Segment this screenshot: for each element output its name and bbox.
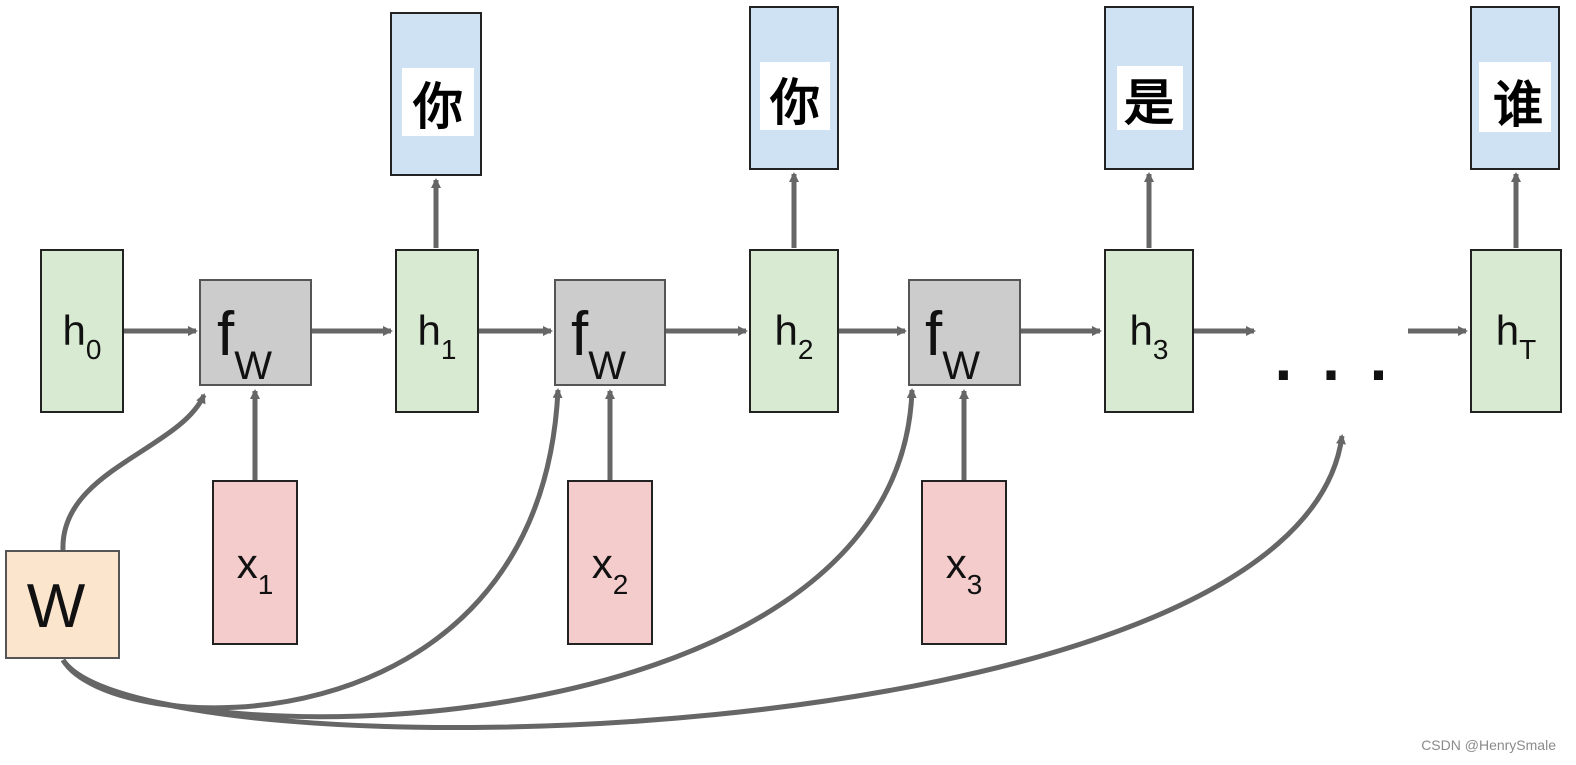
svg-text:x3: x3	[946, 540, 983, 600]
function-label: f	[217, 300, 235, 369]
hidden-subscript: 2	[798, 334, 814, 365]
input-label: x	[946, 540, 967, 587]
function-label: f	[571, 300, 589, 369]
svg-text:h1: h1	[418, 307, 457, 365]
input-subscript: 2	[613, 569, 629, 600]
hidden-state-h3: h3	[1104, 249, 1194, 413]
hidden-state-hT: hT	[1470, 249, 1562, 413]
input-box-x2: x2	[567, 480, 653, 645]
hidden-label: h	[63, 307, 86, 354]
hidden-label: h	[1130, 307, 1153, 354]
output-boxes: 你 你 是 谁	[390, 6, 1560, 176]
function-label: f	[925, 300, 943, 369]
svg-text:fW: fW	[925, 300, 980, 388]
output-box-1: 你	[390, 12, 482, 176]
input-subscript: 3	[967, 569, 983, 600]
curve-w-to-f2	[60, 388, 563, 711]
svg-text:fW: fW	[571, 300, 626, 388]
input-label: x	[237, 540, 258, 587]
svg-text:h3: h3	[1130, 307, 1169, 365]
curve-w-to-next	[60, 434, 1346, 730]
input-box-x3: x3	[921, 480, 1007, 645]
hidden-subscript: 1	[441, 334, 457, 365]
output-token-2: 你	[769, 74, 820, 132]
weight-label: W	[27, 572, 86, 641]
input-subscript: 1	[258, 569, 274, 600]
hidden-subscript: T	[1519, 334, 1536, 365]
hidden-state-boxes: h0 h1 h2 h3 hT	[40, 249, 1562, 413]
hidden-subscript: 0	[86, 334, 102, 365]
svg-text:h0: h0	[63, 307, 102, 365]
hidden-subscript: 3	[1153, 334, 1169, 365]
output-token-1: 你	[412, 78, 463, 136]
curve-w-to-f1	[60, 393, 207, 551]
hidden-state-h2: h2	[749, 249, 839, 413]
input-box-x1: x1	[212, 480, 298, 645]
function-box-1: fW	[199, 279, 312, 388]
function-box-2: fW	[554, 279, 666, 388]
svg-text:x2: x2	[592, 540, 629, 600]
input-label: x	[592, 540, 613, 587]
hidden-label: h	[418, 307, 441, 354]
hidden-label: h	[775, 307, 798, 354]
input-boxes: x1 x2 x3	[212, 480, 1007, 645]
hidden-state-h1: h1	[395, 249, 479, 413]
ellipsis: . . .	[1275, 322, 1394, 394]
function-box-3: fW	[908, 279, 1021, 388]
output-box-2: 你	[749, 6, 839, 170]
svg-text:x1: x1	[237, 540, 274, 600]
output-token-3: 是	[1124, 74, 1174, 132]
output-box-4: 谁	[1470, 6, 1560, 170]
output-box-3: 是	[1104, 6, 1194, 170]
svg-text:h2: h2	[775, 307, 814, 365]
svg-text:fW: fW	[217, 300, 272, 388]
function-boxes: fW fW fW	[199, 279, 1021, 388]
weight-box: W	[5, 550, 120, 659]
watermark: CSDN @HenrySmale	[1421, 737, 1556, 753]
function-subscript: W	[234, 344, 272, 388]
output-token-4: 谁	[1493, 76, 1543, 134]
function-subscript: W	[588, 344, 626, 388]
function-subscript: W	[942, 344, 980, 388]
connectors	[60, 172, 1521, 730]
svg-text:hT: hT	[1496, 307, 1536, 365]
curve-w-to-f3	[60, 388, 917, 720]
hidden-state-h0: h0	[40, 249, 124, 413]
hidden-label: h	[1496, 307, 1519, 354]
